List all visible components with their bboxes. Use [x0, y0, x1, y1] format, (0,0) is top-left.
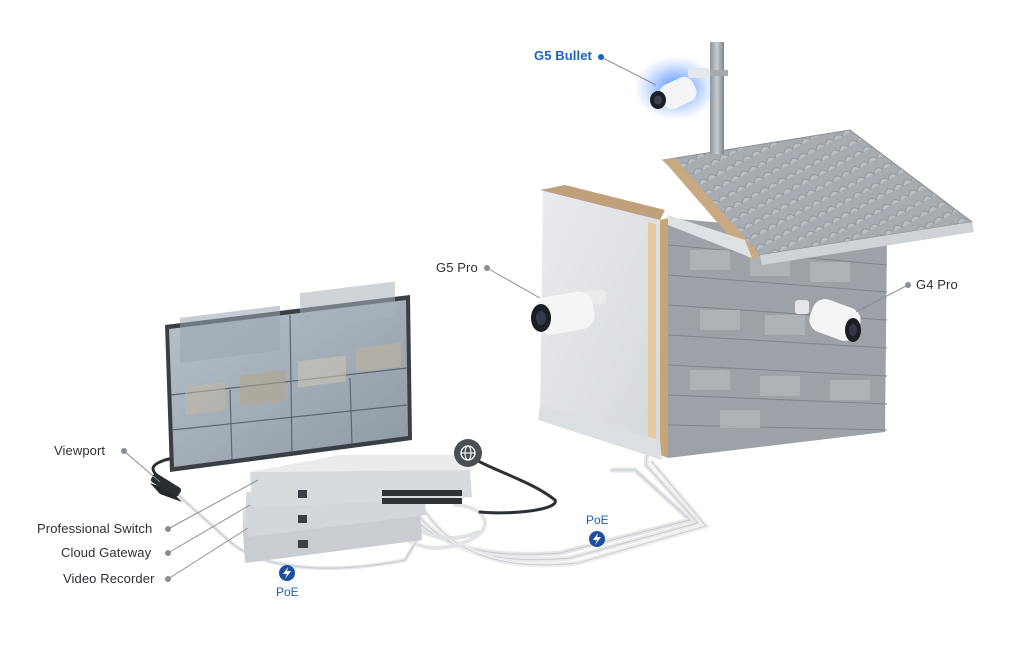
poe-label-left: PoE	[276, 585, 299, 599]
leader-lines	[123, 56, 909, 580]
camera-pole	[706, 42, 728, 154]
network-device-stack	[243, 455, 472, 563]
label-professional-switch: Professional Switch	[37, 521, 153, 536]
label-viewport: Viewport	[54, 443, 106, 458]
lightning-bolt-icon	[283, 567, 291, 579]
building-cutaway	[538, 129, 974, 460]
globe-icon	[454, 439, 482, 467]
lightning-bolt-icon	[593, 533, 601, 545]
label-g4-pro: G4 Pro	[916, 277, 958, 292]
g5-pro-camera	[531, 290, 606, 335]
label-cloud-gateway: Cloud Gateway	[61, 545, 152, 560]
leader-dots	[121, 54, 911, 582]
poe-label-right: PoE	[586, 513, 609, 527]
label-g5-pro: G5 Pro	[436, 260, 478, 275]
monitor-display	[165, 281, 412, 472]
poe-badge-left	[279, 565, 295, 581]
label-g5-bullet: G5 Bullet	[534, 48, 592, 63]
poe-badge-right	[589, 531, 605, 547]
g4-pro-camera	[795, 299, 861, 342]
g5-bullet-camera	[634, 56, 718, 120]
viewport-device	[150, 473, 182, 502]
label-video-recorder: Video Recorder	[63, 571, 155, 586]
